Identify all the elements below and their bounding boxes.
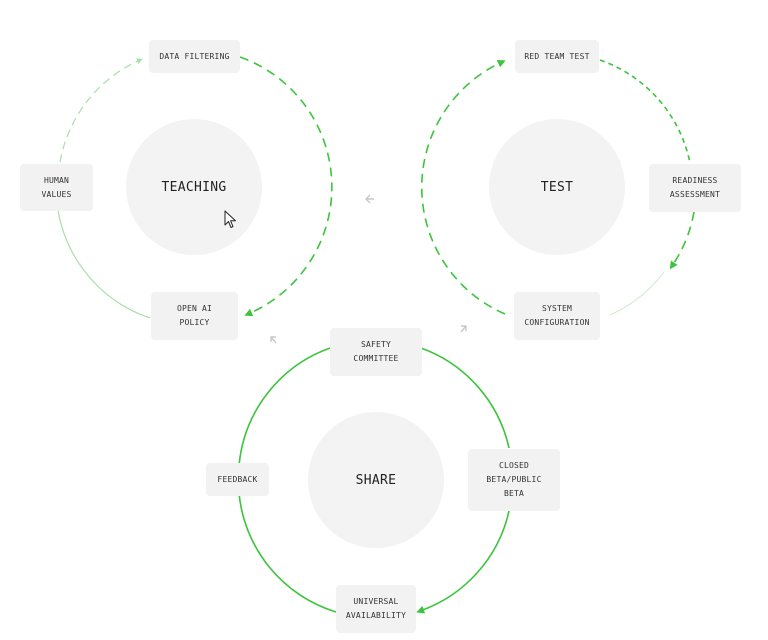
share-arc-availability-to-feedback bbox=[238, 492, 337, 613]
node-closed-beta[interactable]: CLOSED BETA/PUBLIC BETA bbox=[468, 449, 560, 511]
node-label: SYSTEM CONFIGURATION bbox=[524, 304, 590, 327]
share-label: SHARE bbox=[355, 472, 397, 488]
node-red-team-test[interactable]: RED TEAM TEST bbox=[515, 40, 599, 73]
node-label: CLOSED BETA/PUBLIC BETA bbox=[486, 461, 542, 498]
node-feedback[interactable]: FEEDBACK bbox=[206, 463, 269, 496]
teaching-center: TEACHING bbox=[126, 119, 262, 255]
share-arc-feedback-to-committee bbox=[238, 347, 331, 467]
node-universal-availability[interactable]: UNIVERSAL AVAILABILITY bbox=[336, 585, 416, 633]
node-label: OPEN AI POLICY bbox=[176, 304, 213, 327]
node-human-values[interactable]: HUMAN VALUES bbox=[20, 164, 93, 211]
teaching-arc-values-to-filtering bbox=[59, 58, 143, 163]
teaching-label: TEACHING bbox=[161, 179, 227, 195]
node-safety-committee[interactable]: SAFETY COMMITTEE bbox=[330, 328, 422, 376]
node-label: UNIVERSAL AVAILABILITY bbox=[345, 597, 407, 620]
test-label: TEST bbox=[540, 179, 574, 195]
test-arc-config-to-team bbox=[420, 60, 506, 315]
test-arc-team-to-readiness bbox=[599, 59, 691, 164]
mouse-cursor-icon bbox=[224, 210, 236, 228]
node-label: READINESS ASSESSMENT bbox=[669, 176, 721, 199]
node-open-ai-policy[interactable]: OPEN AI POLICY bbox=[151, 292, 238, 340]
test-arc-readiness-to-config-faded bbox=[609, 271, 665, 316]
test-arc-readiness-to-config bbox=[669, 211, 695, 270]
connector-share-to-test bbox=[460, 325, 467, 333]
node-readiness-assessment[interactable]: READINESS ASSESSMENT bbox=[649, 164, 741, 212]
node-label: SAFETY COMMITTEE bbox=[353, 340, 399, 363]
node-label: HUMAN VALUES bbox=[41, 175, 72, 199]
share-center: SHARE bbox=[308, 412, 444, 548]
node-label: FEEDBACK bbox=[217, 474, 258, 484]
connector-teaching-to-share bbox=[270, 336, 277, 344]
share-arc-committee-to-beta bbox=[420, 347, 510, 449]
connector-test-to-teaching bbox=[365, 194, 374, 204]
node-label: DATA FILTERING bbox=[159, 51, 230, 61]
node-label: RED TEAM TEST bbox=[524, 51, 590, 61]
share-arc-beta-to-availability bbox=[416, 510, 510, 614]
node-system-configuration[interactable]: SYSTEM CONFIGURATION bbox=[514, 292, 600, 340]
node-data-filtering[interactable]: DATA FILTERING bbox=[149, 40, 240, 73]
teaching-arc-policy-to-values bbox=[57, 209, 151, 319]
teaching-arc-filtering-to-policy bbox=[239, 56, 333, 317]
test-center: TEST bbox=[489, 119, 625, 255]
